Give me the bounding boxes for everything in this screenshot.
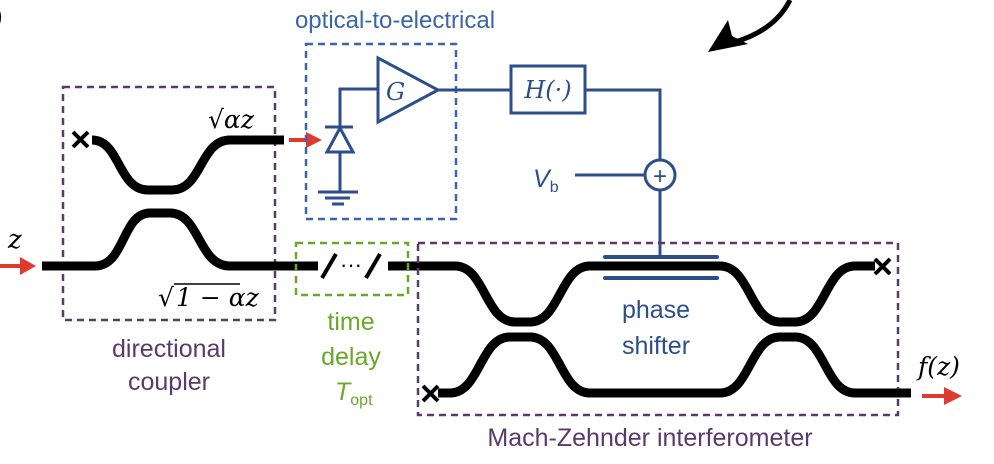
directional-coupler-box bbox=[61, 85, 277, 322]
phase-shifter-electrodes bbox=[603, 255, 719, 280]
input-label: z bbox=[7, 225, 22, 255]
bias-sub: b bbox=[550, 179, 559, 196]
plus-sign: + bbox=[653, 163, 667, 190]
output-label: f(z) bbox=[916, 352, 960, 381]
directional-coupler-label-2: coupler bbox=[128, 368, 210, 396]
terminator-x-icon bbox=[421, 257, 892, 403]
ground-icon bbox=[318, 190, 358, 206]
pointer-arrow-icon bbox=[708, 0, 793, 52]
tap-output-label: √αz bbox=[208, 105, 255, 134]
mzi-label: Mach-Zehnder interferometer bbox=[487, 424, 812, 452]
time-delay-symbol: Topt bbox=[335, 378, 373, 409]
phase-shifter-label: phase bbox=[622, 296, 690, 324]
amplifier-icon bbox=[376, 55, 442, 125]
mzi-bottom-waveguide bbox=[438, 332, 911, 398]
delay-dots: ··· bbox=[340, 252, 362, 277]
time-delay-label-2: delay bbox=[321, 343, 381, 371]
optical-to-electrical-box bbox=[304, 42, 458, 221]
delay-sub: opt bbox=[350, 392, 373, 409]
mzi-box bbox=[416, 241, 900, 417]
output-arrow-icon bbox=[922, 387, 962, 405]
coupler-top-waveguide bbox=[91, 135, 284, 195]
directional-coupler-label: directional bbox=[112, 335, 226, 363]
coupler-bottom-waveguide bbox=[42, 208, 455, 271]
control-wire bbox=[585, 88, 662, 160]
time-delay-label: time bbox=[327, 308, 374, 336]
phase-shifter-label-2: shifter bbox=[622, 332, 690, 360]
terminator-x-icon bbox=[71, 130, 90, 149]
bias-main: V bbox=[533, 165, 552, 193]
through-output-label: √ 1 − αz bbox=[158, 283, 260, 312]
bias-label: Vb bbox=[533, 165, 559, 196]
optical-to-electrical-label: optical-to-electrical bbox=[295, 7, 495, 34]
sqrt-argument: 1 − αz bbox=[176, 283, 260, 312]
gain-label: G bbox=[386, 78, 405, 106]
panel-label: ) bbox=[0, 0, 3, 30]
time-delay-box bbox=[294, 241, 410, 297]
mzi-top-waveguide bbox=[454, 261, 875, 327]
delay-break-icon bbox=[320, 252, 382, 280]
filter-label: H(·) bbox=[523, 76, 571, 104]
delay-T: T bbox=[335, 378, 352, 406]
photodiode-icon bbox=[324, 87, 378, 192]
sqrt-sign: √ bbox=[158, 283, 174, 312]
input-arrow-icon bbox=[0, 257, 36, 275]
